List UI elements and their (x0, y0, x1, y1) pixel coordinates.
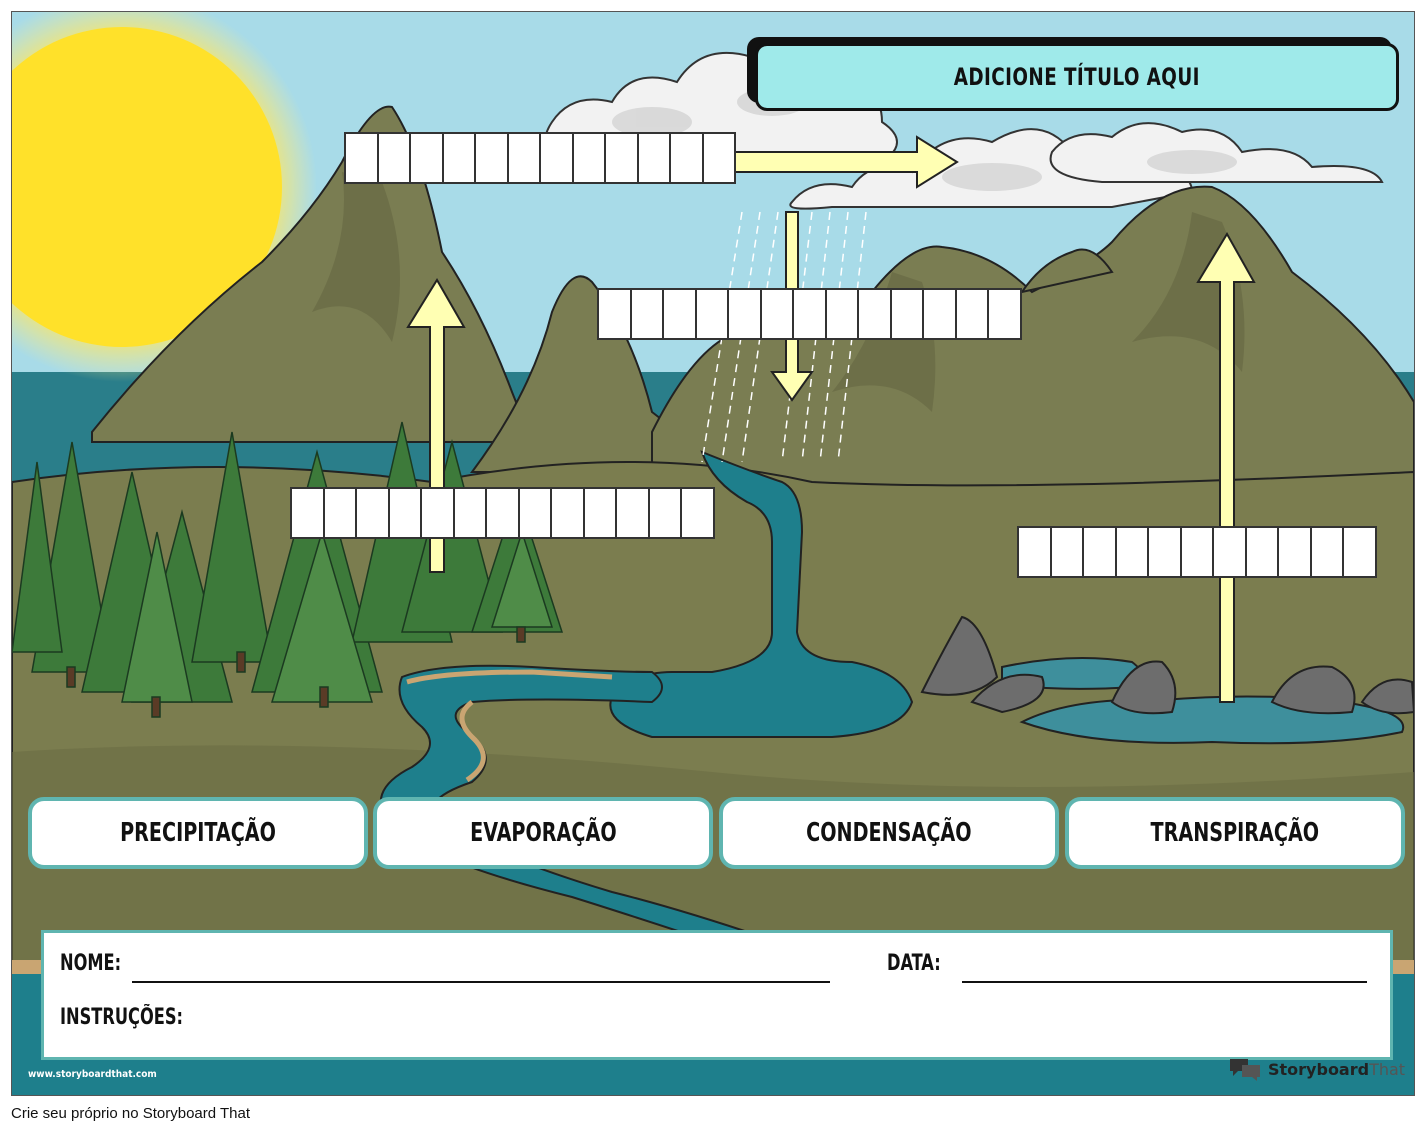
word-bank: PRECIPITAÇÃO EVAPORAÇÃO CONDENSAÇÃO TRAN… (28, 797, 1405, 869)
letter-cell[interactable] (891, 290, 924, 338)
letter-cell[interactable] (422, 489, 455, 537)
letter-cell[interactable] (1214, 528, 1247, 576)
brand-light: That (1369, 1059, 1406, 1079)
letter-cell[interactable] (292, 489, 325, 537)
letter-cell[interactable] (859, 290, 892, 338)
footer-url[interactable]: www.storyboardthat.com (28, 1069, 157, 1080)
answer-blank-center[interactable] (597, 288, 1022, 340)
letter-cell[interactable] (573, 134, 606, 182)
word-card-evaporation[interactable]: EVAPORAÇÃO (373, 797, 713, 869)
letter-cell[interactable] (1344, 528, 1375, 576)
letter-cell[interactable] (476, 134, 509, 182)
letter-cell[interactable] (682, 489, 713, 537)
letter-cell[interactable] (584, 489, 617, 537)
word-card-condensation[interactable]: CONDENSAÇÃO (719, 797, 1059, 869)
letter-cell[interactable] (487, 489, 520, 537)
answer-blank-right[interactable] (1017, 526, 1377, 578)
letter-cell[interactable] (696, 290, 729, 338)
letter-cell[interactable] (1084, 528, 1117, 576)
letter-cell[interactable] (649, 489, 682, 537)
letter-cell[interactable] (1181, 528, 1214, 576)
letter-cell[interactable] (956, 290, 989, 338)
letter-cell[interactable] (761, 290, 794, 338)
letter-cell[interactable] (1051, 528, 1084, 576)
letter-cell[interactable] (631, 290, 664, 338)
letter-cell[interactable] (1019, 528, 1052, 576)
title-box[interactable]: ADICIONE TÍTULO AQUI (747, 37, 1399, 111)
letter-cell[interactable] (346, 134, 379, 182)
letter-cell[interactable] (671, 134, 704, 182)
name-label: NOME: (60, 951, 122, 976)
letter-cell[interactable] (599, 290, 632, 338)
letter-cell[interactable] (638, 134, 671, 182)
speech-bubble-icon (1230, 1059, 1260, 1081)
caption-link[interactable]: Crie seu próprio no Storyboard That (11, 1105, 251, 1122)
date-label: DATA: (887, 951, 941, 976)
letter-cell[interactable] (443, 134, 476, 182)
letter-cell[interactable] (389, 489, 422, 537)
title-text: ADICIONE TÍTULO AQUI (953, 63, 1201, 91)
tree-icon (12, 421, 564, 718)
brand-text: StoryboardThat (1268, 1060, 1405, 1079)
letter-cell[interactable] (1246, 528, 1279, 576)
letter-cell[interactable] (989, 290, 1020, 338)
word-label: TRANSPIRAÇÃO (1150, 818, 1320, 848)
letter-cell[interactable] (1149, 528, 1182, 576)
letter-cell[interactable] (454, 489, 487, 537)
brand-strong: Storyboard (1268, 1059, 1370, 1079)
letter-cell[interactable] (606, 134, 639, 182)
letter-cell[interactable] (552, 489, 585, 537)
worksheet-frame: ADICIONE TÍTULO AQUI PRECIPITAÇÃO EVAPOR… (11, 11, 1415, 1096)
letter-cell[interactable] (1279, 528, 1312, 576)
name-field[interactable] (132, 981, 830, 983)
letter-cell[interactable] (924, 290, 957, 338)
letter-cell[interactable] (541, 134, 574, 182)
letter-cell[interactable] (508, 134, 541, 182)
title-field[interactable]: ADICIONE TÍTULO AQUI (755, 43, 1399, 111)
rock-icon (920, 615, 1414, 715)
letter-cell[interactable] (703, 134, 734, 182)
letter-cell[interactable] (794, 290, 827, 338)
info-box: NOME: DATA: INSTRUÇÕES: (41, 930, 1393, 1060)
date-field[interactable] (962, 981, 1367, 983)
word-card-transpiration[interactable]: TRANSPIRAÇÃO (1065, 797, 1405, 869)
letter-cell[interactable] (729, 290, 762, 338)
answer-blank-top-left[interactable] (344, 132, 736, 184)
storyboardthat-logo[interactable]: StoryboardThat (1228, 1057, 1405, 1081)
word-label: CONDENSAÇÃO (806, 818, 972, 848)
letter-cell[interactable] (378, 134, 411, 182)
letter-cell[interactable] (1116, 528, 1149, 576)
word-card-precipitation[interactable]: PRECIPITAÇÃO (28, 797, 368, 869)
letter-cell[interactable] (664, 290, 697, 338)
word-label: PRECIPITAÇÃO (120, 818, 276, 848)
letter-cell[interactable] (411, 134, 444, 182)
letter-cell[interactable] (519, 489, 552, 537)
letter-cell[interactable] (357, 489, 390, 537)
answer-blank-middle-left[interactable] (290, 487, 715, 539)
instructions-label: INSTRUÇÕES: (60, 1005, 184, 1030)
letter-cell[interactable] (617, 489, 650, 537)
word-label: EVAPORAÇÃO (469, 818, 617, 848)
letter-cell[interactable] (1311, 528, 1344, 576)
letter-cell[interactable] (826, 290, 859, 338)
letter-cell[interactable] (324, 489, 357, 537)
